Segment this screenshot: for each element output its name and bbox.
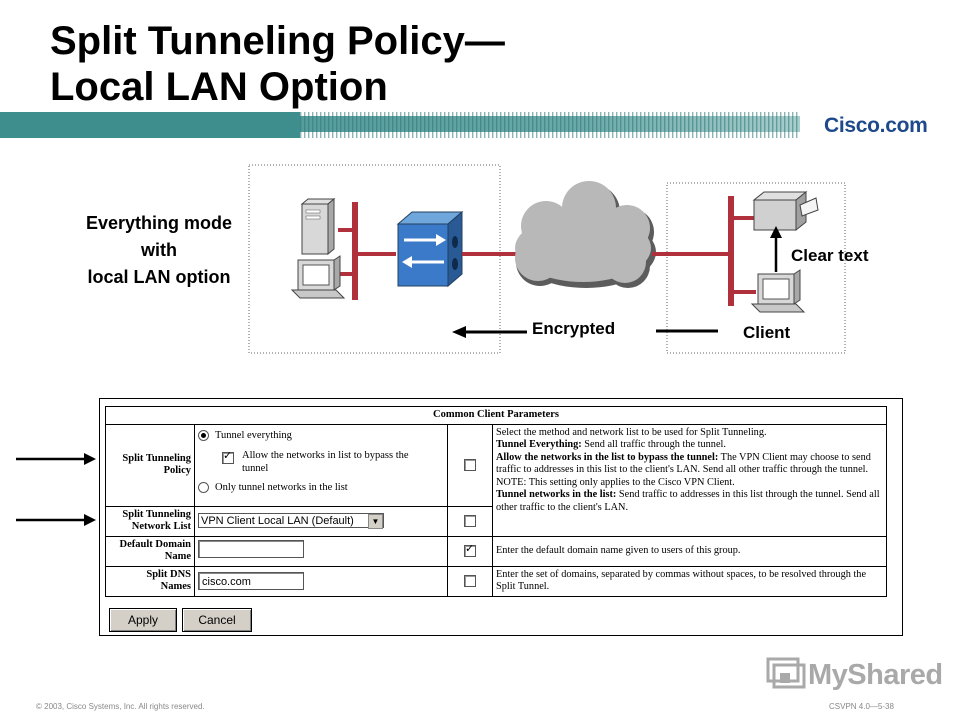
left-lan-box [248, 164, 501, 354]
split-dns-input[interactable]: cisco.com [198, 572, 304, 590]
wan-link-right [652, 252, 728, 256]
left-lan-bus [352, 202, 358, 300]
inherit-cell [447, 535, 493, 567]
table-row: Split DNS Names cisco.com Enter the set … [105, 565, 887, 597]
radio-only-tunnel-list[interactable] [198, 482, 209, 494]
myshared-watermark: MyShared [808, 659, 943, 691]
clear-text-label: Clear text [791, 246, 869, 265]
inherit-checkbox-network-list[interactable] [464, 514, 476, 527]
inherit-cell [447, 505, 493, 537]
server-icon [300, 197, 336, 256]
network-list-select[interactable]: VPN Client Local LAN (Default) ▼ [198, 513, 384, 530]
client-workstation-icon [750, 269, 806, 313]
split-dns-cell: cisco.com [194, 565, 448, 597]
internet-cloud-icon [515, 181, 656, 288]
wan-link-left [462, 252, 522, 256]
copyright-text: © 2003, Cisco Systems, Inc. All rights r… [36, 702, 205, 711]
network-list-cell: VPN Client Local LAN (Default) ▼ [194, 505, 448, 537]
default-domain-description: Enter the default domain name given to u… [492, 535, 887, 567]
right-lan-bus [728, 196, 734, 306]
split-tunneling-description: Select the method and network list to be… [492, 423, 887, 537]
chevron-down-icon[interactable]: ▼ [368, 514, 383, 530]
slide-title-line-1: Split Tunneling Policy— [50, 19, 505, 63]
mode-label-line-1: Everything mode [85, 213, 233, 233]
client-parameters-table: Common Client Parameters Split Tunneling… [105, 406, 887, 597]
table-row: Split Tunneling Policy Tunnel everything… [105, 423, 887, 537]
panel-header: Common Client Parameters [105, 406, 887, 425]
row-label-split-tunneling-policy: Split Tunneling Policy [105, 423, 195, 507]
option-tunnel-everything[interactable]: Tunnel everything [198, 430, 444, 443]
header-band [0, 112, 960, 138]
encrypted-label: Encrypted [532, 319, 616, 338]
myshared-logo-icon [766, 657, 806, 689]
mode-label-line-2: with [141, 240, 177, 260]
printer-icon [752, 190, 819, 232]
mode-label: Everything mode with local LAN option [56, 210, 262, 291]
inherit-checkbox-split-dns[interactable] [464, 574, 476, 587]
slide-title: Split Tunneling Policy— Local LAN Option [50, 18, 505, 110]
apply-button[interactable]: Apply [109, 608, 177, 632]
mode-label-line-3: local LAN option [87, 267, 231, 287]
client-label: Client [743, 323, 791, 342]
inherit-checkbox-default-domain[interactable] [464, 543, 476, 557]
client-parameters-panel: Common Client Parameters Split Tunneling… [99, 398, 903, 636]
table-row: Default Domain Name Enter the default do… [105, 535, 887, 567]
row-label-default-domain-name: Default Domain Name [105, 535, 195, 567]
row-label-split-tunneling-network-list: Split Tunneling Network List [105, 505, 195, 537]
split-dns-description: Enter the set of domains, separated by c… [492, 565, 887, 597]
vpn-concentrator-icon [396, 210, 464, 288]
checkbox-allow-bypass[interactable] [222, 450, 234, 464]
cisco-brand-logo: Cisco.com [824, 114, 928, 137]
option-allow-bypass[interactable]: Allow the networks in list to bypass the… [222, 450, 444, 475]
split-policy-options: Tunnel everything Allow the networks in … [194, 423, 448, 507]
default-domain-input[interactable] [198, 539, 304, 558]
radio-tunnel-everything[interactable] [198, 429, 209, 441]
cancel-button[interactable]: Cancel [182, 608, 252, 632]
slide-title-line-2: Local LAN Option [50, 65, 388, 109]
option-only-tunnel-list[interactable]: Only tunnel networks in the list [198, 482, 444, 495]
inherit-cell [447, 565, 493, 597]
inherit-checkbox-split-policy[interactable] [464, 458, 476, 471]
workstation-icon [290, 255, 346, 299]
course-code: CSVPN 4.0—5-38 [829, 702, 894, 711]
row-label-split-dns-names: Split DNS Names [105, 565, 195, 597]
inherit-cell [447, 423, 493, 507]
default-domain-cell [194, 535, 448, 567]
